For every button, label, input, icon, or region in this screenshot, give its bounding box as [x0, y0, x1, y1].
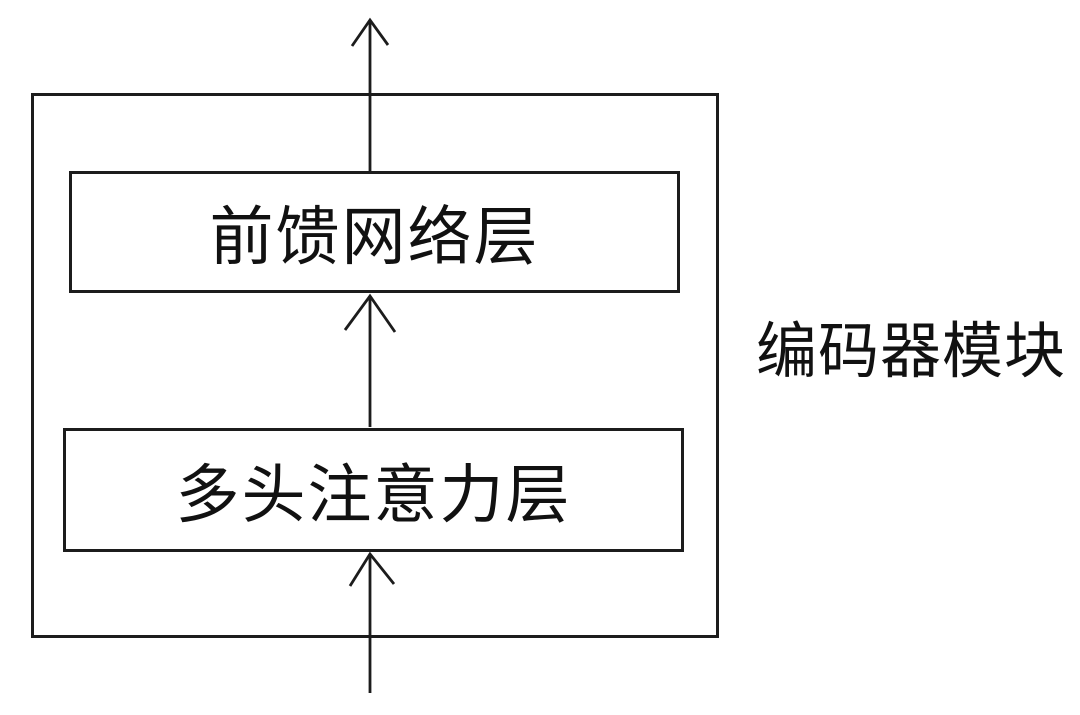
multi-head-attention-box: 多头注意力层	[63, 428, 684, 552]
multi-head-attention-label: 多头注意力层	[175, 459, 572, 531]
input-arrow-icon	[348, 551, 396, 693]
feed-forward-box: 前馈网络层	[69, 171, 680, 293]
feed-forward-label: 前馈网络层	[209, 201, 540, 273]
encoder-module-box	[31, 93, 719, 638]
attention-to-feedforward-arrow-icon	[343, 293, 397, 427]
encoder-module-label: 编码器模块	[756, 317, 1067, 385]
